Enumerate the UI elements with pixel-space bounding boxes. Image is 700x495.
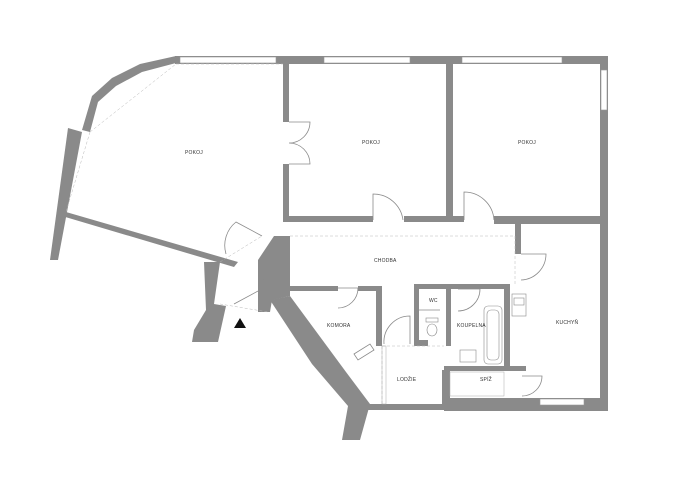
wall-entry-left <box>192 262 226 342</box>
wall-bath-top <box>414 284 510 289</box>
interior-walls <box>258 60 608 371</box>
door-pokoj-middle <box>372 193 404 221</box>
dash-corridor <box>290 235 516 284</box>
sink-kuchyne-bowl <box>513 297 525 306</box>
wall-bay <box>82 56 176 132</box>
wall-right <box>600 56 608 411</box>
dash-west-room <box>65 63 283 213</box>
exterior-walls <box>50 56 608 440</box>
toilet-tank <box>425 317 439 323</box>
label-kuchyne: KUCHYŇ <box>556 319 579 326</box>
fixtures <box>381 293 527 405</box>
label-koupelna: KOUPELNA <box>457 323 486 329</box>
wall-wc-left <box>414 284 419 346</box>
room-labels: POKOJ POKOJ POKOJ CHODBA KOMORA WC KOUPE… <box>185 140 579 383</box>
door-komora <box>337 287 359 309</box>
door-koupelna <box>457 288 481 312</box>
wall-wc-bottom <box>414 340 428 346</box>
label-chodba: CHODBA <box>374 258 397 264</box>
door-lodzie <box>383 315 411 345</box>
lodzie-rail <box>381 345 387 405</box>
wall-west-outer <box>50 128 82 260</box>
window-right-side <box>600 69 608 111</box>
wall-komora-top-r <box>358 286 382 291</box>
door-corridor-west <box>224 221 263 255</box>
wall-corridor-top-2 <box>404 216 464 222</box>
wall-lodzie-outer <box>270 296 370 440</box>
wall-wc-right <box>446 284 451 346</box>
label-pokoj-middle: POKOJ <box>362 140 380 146</box>
wall-pokoj-divider-2 <box>446 60 453 220</box>
wall-entry-right <box>258 236 290 312</box>
wall-pokoj-divider-1 <box>283 60 289 122</box>
windows <box>179 56 608 406</box>
door-lodzie-side <box>353 343 375 361</box>
window-pokoj-west <box>179 56 277 64</box>
toilet <box>426 323 438 337</box>
door-entry <box>233 275 265 305</box>
dashed-lines <box>65 63 516 404</box>
doors <box>224 121 547 397</box>
door-pokoj-double <box>288 121 311 165</box>
spiz-shelf <box>449 371 505 397</box>
dash-lodzie <box>381 345 444 404</box>
label-pokoj-west: POKOJ <box>185 150 203 156</box>
window-pokoj-middle <box>323 56 411 64</box>
label-komora: KOMORA <box>327 323 351 329</box>
wall-corridor-top <box>283 216 373 222</box>
label-spiz: SPÍŽ <box>480 375 492 383</box>
wall-bath-right <box>504 284 510 370</box>
wall-lodzie-bottom <box>366 404 450 410</box>
door-pokoj-east <box>463 191 495 221</box>
wall-west-lower <box>62 212 238 267</box>
door-spiz <box>521 375 543 397</box>
door-kuchyne <box>520 253 547 281</box>
wall-corridor-top-3 <box>494 216 608 224</box>
bathtub-inner <box>486 309 500 361</box>
wall-komora-right <box>376 286 382 346</box>
dash-entry <box>219 235 269 313</box>
window-pokoj-east <box>461 56 563 64</box>
label-pokoj-east: POKOJ <box>518 140 536 146</box>
entrance-arrow-icon <box>234 318 246 328</box>
wall-kuchyne-left <box>515 224 521 254</box>
wall-lodzie-right <box>442 370 450 410</box>
washbasin <box>459 349 477 363</box>
wall-spiz-top <box>444 366 526 371</box>
label-wc: WC <box>429 298 438 304</box>
wall-komora-top <box>290 286 338 291</box>
window-kuchyne <box>539 398 585 406</box>
wall-pokoj-divider-1b <box>283 164 289 222</box>
label-lodzie: LODŽIE <box>397 375 417 383</box>
